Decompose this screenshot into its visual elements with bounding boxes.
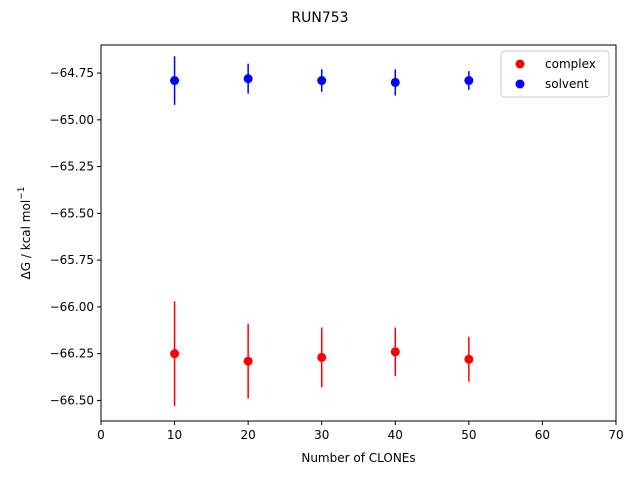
y-tick-label: −66.00: [50, 300, 94, 314]
x-tick-label: 0: [97, 428, 105, 442]
x-tick-label: 60: [535, 428, 550, 442]
y-axis-label-superscript: −1: [17, 187, 27, 200]
y-tick-label: −65.00: [50, 113, 94, 127]
y-tick-label: −66.25: [50, 347, 94, 361]
x-axis-label: Number of CLONEs: [301, 451, 415, 465]
data-point: [464, 354, 474, 364]
series-complex: [170, 301, 474, 407]
chart-title: RUN753: [291, 10, 348, 26]
y-tick-label: −65.50: [50, 206, 94, 220]
data-point: [390, 347, 400, 357]
x-tick-label: 70: [608, 428, 623, 442]
plot-area: [170, 56, 474, 407]
y-tick-label: −65.25: [50, 160, 94, 174]
legend-marker: [515, 79, 525, 89]
y-tick-label: −64.75: [50, 66, 94, 80]
x-tick-label: 40: [388, 428, 403, 442]
data-point: [317, 352, 327, 362]
x-tick-label: 50: [461, 428, 476, 442]
y-axis-label: ΔG / kcal mol−1: [17, 187, 33, 280]
data-point: [170, 349, 180, 359]
legend-marker: [515, 59, 525, 69]
data-point: [170, 76, 180, 86]
data-point: [390, 77, 400, 87]
y-tick-label: −65.75: [50, 253, 94, 267]
axes-frame: [100, 44, 617, 422]
y-tick-label: −66.50: [50, 393, 94, 407]
legend-box: [500, 50, 610, 98]
data-point: [243, 356, 253, 366]
x-tick-label: 30: [314, 428, 329, 442]
y-axis-label-main: ΔG / kcal mol: [19, 200, 33, 280]
series-solvent: [170, 56, 474, 105]
x-tick-label: 20: [241, 428, 256, 442]
legend-label: solvent: [545, 77, 589, 91]
x-axis-ticks: 0 10 20 30 40 50 60 70: [97, 421, 624, 442]
data-point: [464, 76, 474, 86]
data-point: [317, 76, 327, 86]
data-point: [243, 74, 253, 84]
legend: complex solvent: [500, 50, 610, 98]
x-tick-label: 10: [167, 428, 182, 442]
legend-label: complex: [545, 57, 596, 71]
y-axis-ticks: −64.75 −65.00 −65.25 −65.50 −65.75 −66.00 −66.…: [50, 66, 101, 407]
